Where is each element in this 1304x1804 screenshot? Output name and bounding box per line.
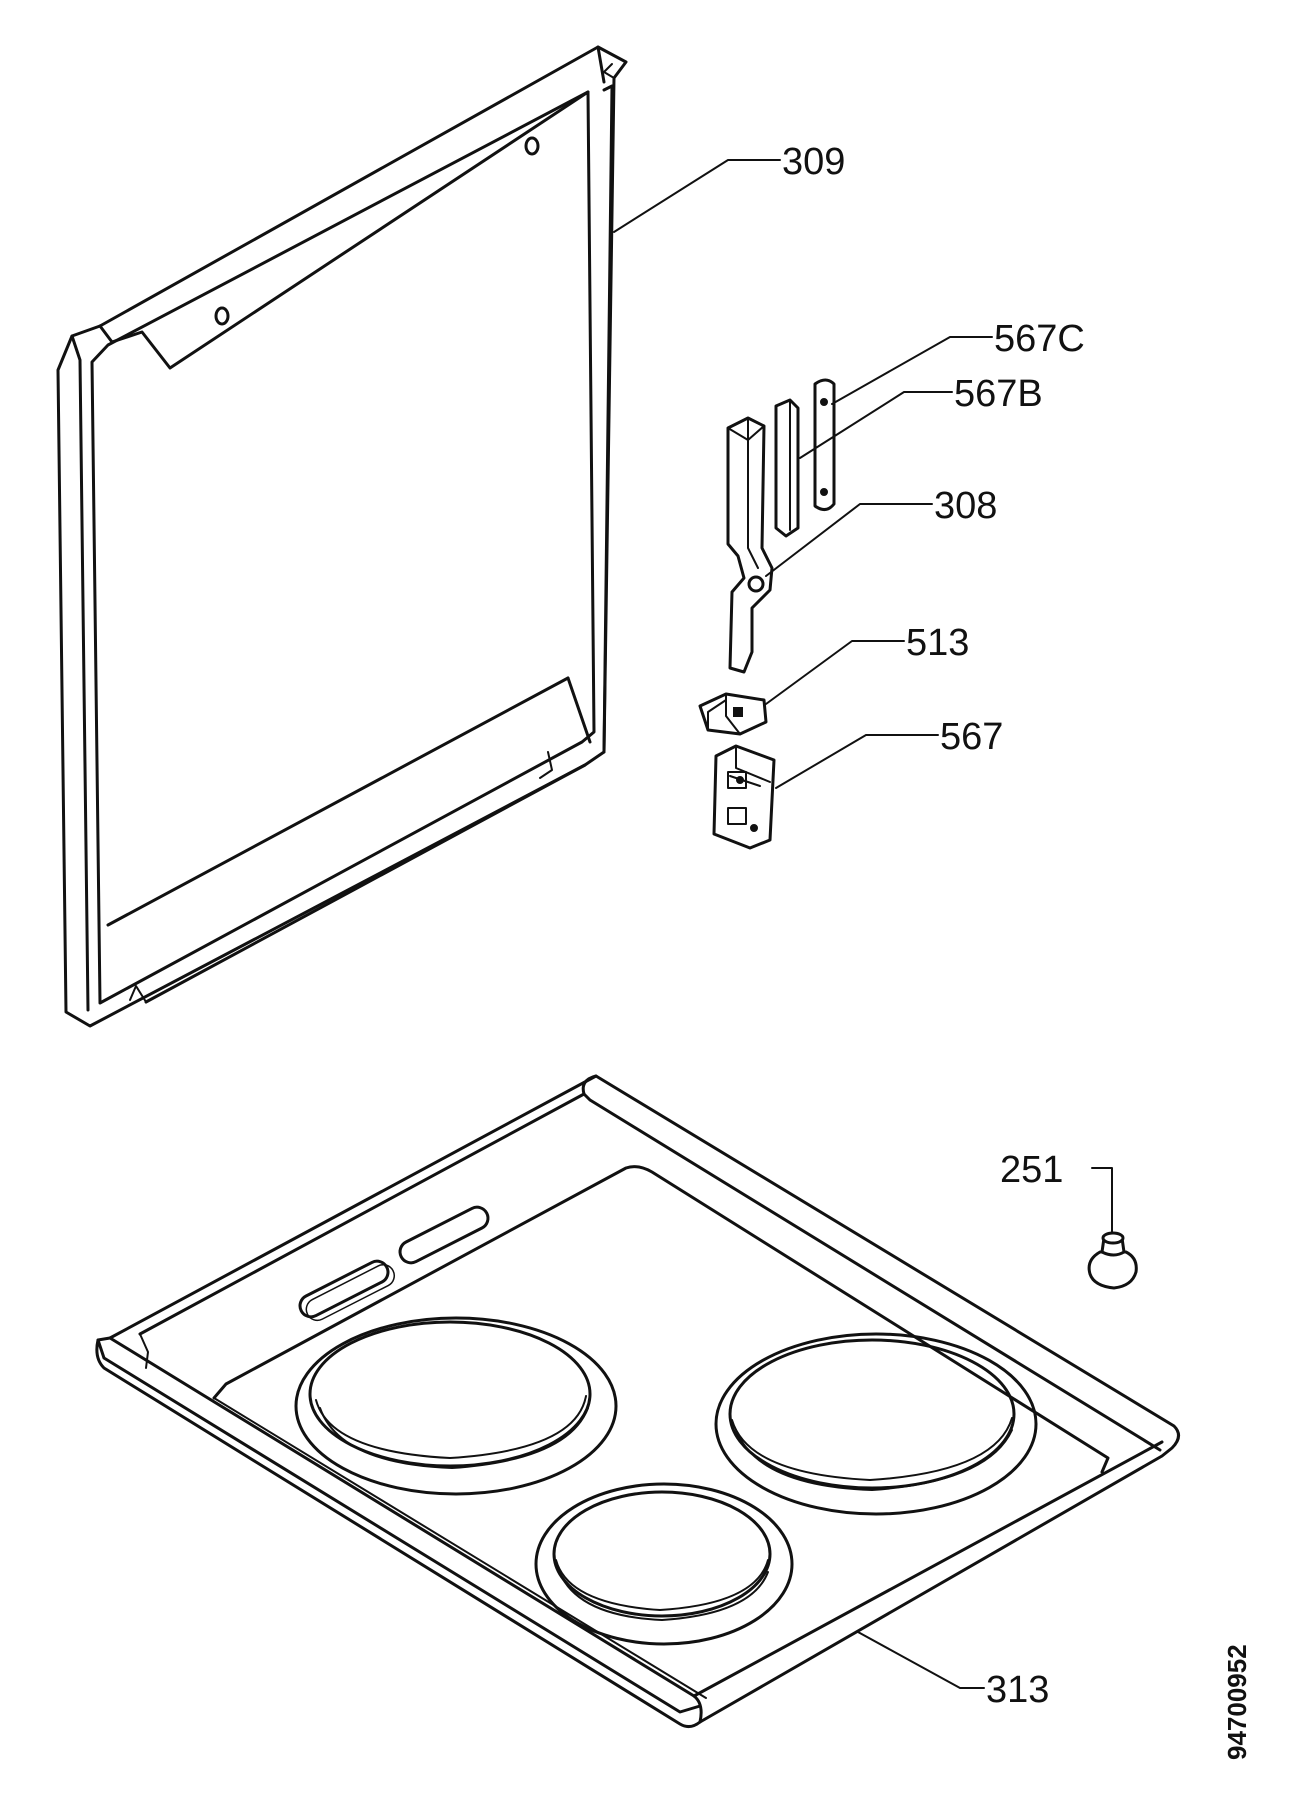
hotplate-front (534, 1482, 794, 1646)
hotplate-rear-right (714, 1332, 1038, 1516)
label-313: 313 (986, 1669, 1049, 1711)
leader-513 (765, 640, 905, 705)
leader-251 (1091, 1167, 1113, 1233)
leader-567c (831, 336, 993, 405)
part-513-clip (698, 692, 768, 736)
part-567c-plate (813, 378, 836, 511)
leader-567b (799, 391, 953, 459)
label-251: 251 (1000, 1149, 1063, 1191)
leader-308 (765, 503, 933, 577)
leader-567 (775, 734, 939, 789)
label-309: 309 (782, 141, 845, 183)
label-567c: 567C (994, 318, 1085, 360)
label-308: 308 (934, 485, 997, 527)
leader-313 (857, 1631, 985, 1689)
hotplate-rear-left (294, 1316, 618, 1496)
part-313-hob-top (95, 1074, 1180, 1729)
leader-309 (613, 159, 781, 233)
part-567b-strip (774, 398, 800, 538)
part-309-lid-frame (56, 45, 628, 1028)
part-251-knob (1087, 1231, 1138, 1290)
part-567-plate (712, 744, 776, 850)
part-308-hinge-arm (726, 416, 774, 674)
label-513: 513 (906, 622, 969, 664)
label-567b: 567B (954, 373, 1043, 415)
drawing-code: 94700952 (1222, 1644, 1252, 1760)
label-567: 567 (940, 716, 1003, 758)
